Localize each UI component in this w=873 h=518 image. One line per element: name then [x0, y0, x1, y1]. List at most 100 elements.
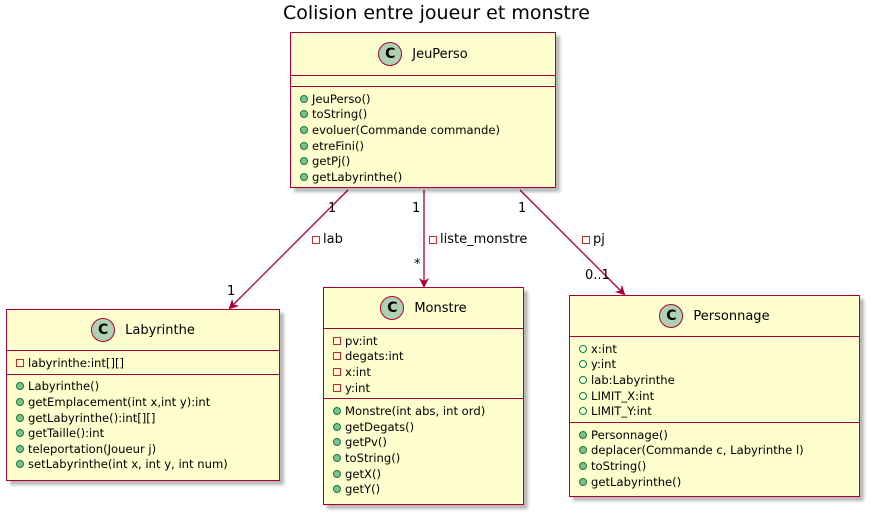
public-icon [333, 485, 341, 494]
method: Labyrinthe() [15, 379, 273, 395]
class-jeuperso[interactable]: C JeuPerso JeuPerso() toString() evoluer… [290, 32, 556, 188]
method: Personnage() [578, 427, 853, 443]
attributes-section [291, 75, 555, 86]
public-icon [300, 172, 308, 181]
private-icon [16, 358, 24, 367]
class-name: Monstre [414, 300, 467, 316]
method: getLabyrinthe() [299, 169, 549, 185]
method: getLabyrinthe():int[][] [15, 410, 273, 426]
public-icon [579, 477, 587, 486]
method: JeuPerso() [299, 91, 549, 107]
liste-monstre-source-multiplicity: 1 [412, 201, 421, 216]
method: getTaille():int [15, 425, 273, 441]
class-c-icon: C [378, 42, 403, 66]
method: getX() [332, 466, 517, 482]
method: Monstre(int abs, int ord) [332, 403, 517, 419]
class-labyrinthe[interactable]: C Labyrinthe labyrinthe:int[][] Labyrint… [6, 309, 280, 481]
attribute: x:int [332, 364, 517, 380]
attribute: x:int [578, 341, 853, 357]
class-c-icon: C [91, 318, 116, 342]
pj-association-label: pj [582, 232, 605, 247]
public-field-icon [579, 391, 587, 400]
public-field-icon [579, 344, 587, 353]
private-icon [333, 383, 341, 392]
class-c-icon: C [659, 304, 684, 328]
class-header: C JeuPerso [291, 33, 555, 75]
edge-pj [519, 189, 626, 296]
class-personnage[interactable]: C Personnage x:int y:int lab:Labyrinthe … [569, 295, 860, 497]
private-icon [333, 352, 341, 361]
methods-section: Personnage() deplacer(Commande c, Labyri… [570, 421, 859, 492]
public-icon [300, 157, 308, 166]
method: setLabyrinthe(int x, int y, int num) [15, 457, 273, 473]
public-icon [579, 446, 587, 455]
method: teleportation(Joueur j) [15, 441, 273, 457]
attribute: degats:int [332, 349, 517, 365]
pj-source-multiplicity: 1 [518, 201, 527, 216]
private-icon [333, 367, 341, 376]
attribute: pv:int [332, 333, 517, 349]
methods-section: JeuPerso() toString() evoluer(Commande c… [291, 86, 555, 188]
public-icon [16, 382, 24, 391]
method: getY() [332, 481, 517, 497]
method: getDegats() [332, 419, 517, 435]
edge-lab [228, 189, 349, 310]
public-icon [300, 110, 308, 119]
method: etreFini() [299, 138, 549, 154]
attribute: lab:Labyrinthe [578, 372, 853, 388]
class-name: JeuPerso [412, 46, 468, 62]
attributes-section: pv:int degats:int x:int y:int [324, 328, 523, 398]
private-icon [429, 235, 437, 244]
public-icon [16, 397, 24, 406]
diagram-title: Colision entre joueur et monstre [283, 2, 590, 24]
liste-monstre-association-label: liste_monstre [429, 232, 527, 247]
public-field-icon [579, 407, 587, 416]
attribute: LIMIT_X:int [578, 388, 853, 404]
method: getPv() [332, 435, 517, 451]
private-icon [582, 235, 590, 244]
method: getLabyrinthe() [578, 474, 853, 490]
method: toString() [578, 458, 853, 474]
public-icon [300, 141, 308, 150]
class-name: Labyrinthe [125, 322, 195, 338]
public-icon [300, 94, 308, 103]
private-icon [312, 235, 320, 244]
public-icon [333, 407, 341, 416]
class-header: C Labyrinthe [7, 310, 279, 350]
method: toString() [332, 450, 517, 466]
public-icon [16, 413, 24, 422]
lab-source-multiplicity: 1 [328, 201, 337, 216]
class-header: C Personnage [570, 296, 859, 336]
public-icon [579, 430, 587, 439]
lab-target-multiplicity: 1 [227, 284, 236, 299]
method: deplacer(Commande c, Labyrinthe l) [578, 443, 853, 459]
methods-section: Monstre(int abs, int ord) getDegats() ge… [324, 398, 523, 500]
method: toString() [299, 107, 549, 123]
public-icon [333, 469, 341, 478]
attributes-section: x:int y:int lab:Labyrinthe LIMIT_X:int L… [570, 336, 859, 422]
public-icon [333, 422, 341, 431]
attribute: y:int [578, 357, 853, 373]
public-icon [16, 460, 24, 469]
attribute: y:int [332, 380, 517, 396]
class-header: C Monstre [324, 288, 523, 328]
lab-association-label: lab [312, 232, 343, 247]
class-c-icon: C [380, 296, 405, 320]
method: getPj() [299, 153, 549, 169]
public-icon [16, 429, 24, 438]
public-icon [333, 453, 341, 462]
public-field-icon [579, 375, 587, 384]
public-icon [300, 125, 308, 134]
public-icon [16, 444, 24, 453]
pj-target-multiplicity: 0..1 [585, 268, 610, 283]
public-icon [333, 438, 341, 447]
attributes-section: labyrinthe:int[][] [7, 350, 279, 374]
attribute: labyrinthe:int[][] [15, 355, 273, 371]
class-monstre[interactable]: C Monstre pv:int degats:int x:int y:int … [323, 287, 524, 505]
public-icon [579, 461, 587, 470]
class-name: Personnage [693, 308, 770, 324]
method: evoluer(Commande commande) [299, 122, 549, 138]
private-icon [333, 336, 341, 345]
attribute: LIMIT_Y:int [578, 403, 853, 419]
